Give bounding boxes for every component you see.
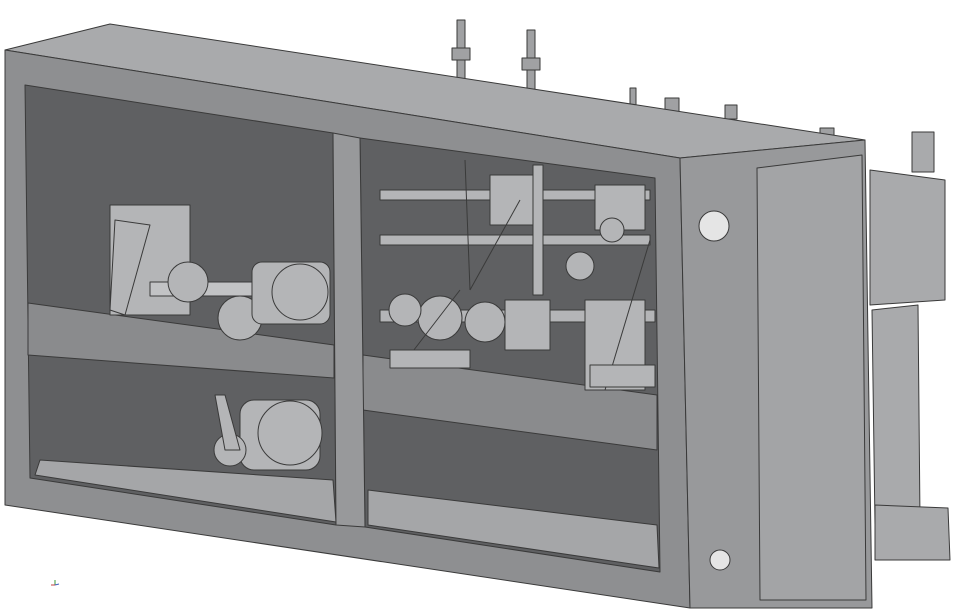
right-box-hole-top	[698, 210, 730, 242]
right-box-hole-bottom	[709, 549, 731, 571]
frame-right-panel	[756, 154, 867, 601]
right-side-tray	[869, 131, 951, 561]
right-mechanism	[379, 159, 656, 391]
left-mechanism	[109, 204, 331, 471]
axis-triad-icon	[51, 580, 60, 586]
center-post	[332, 132, 366, 528]
right-floor	[367, 489, 660, 569]
